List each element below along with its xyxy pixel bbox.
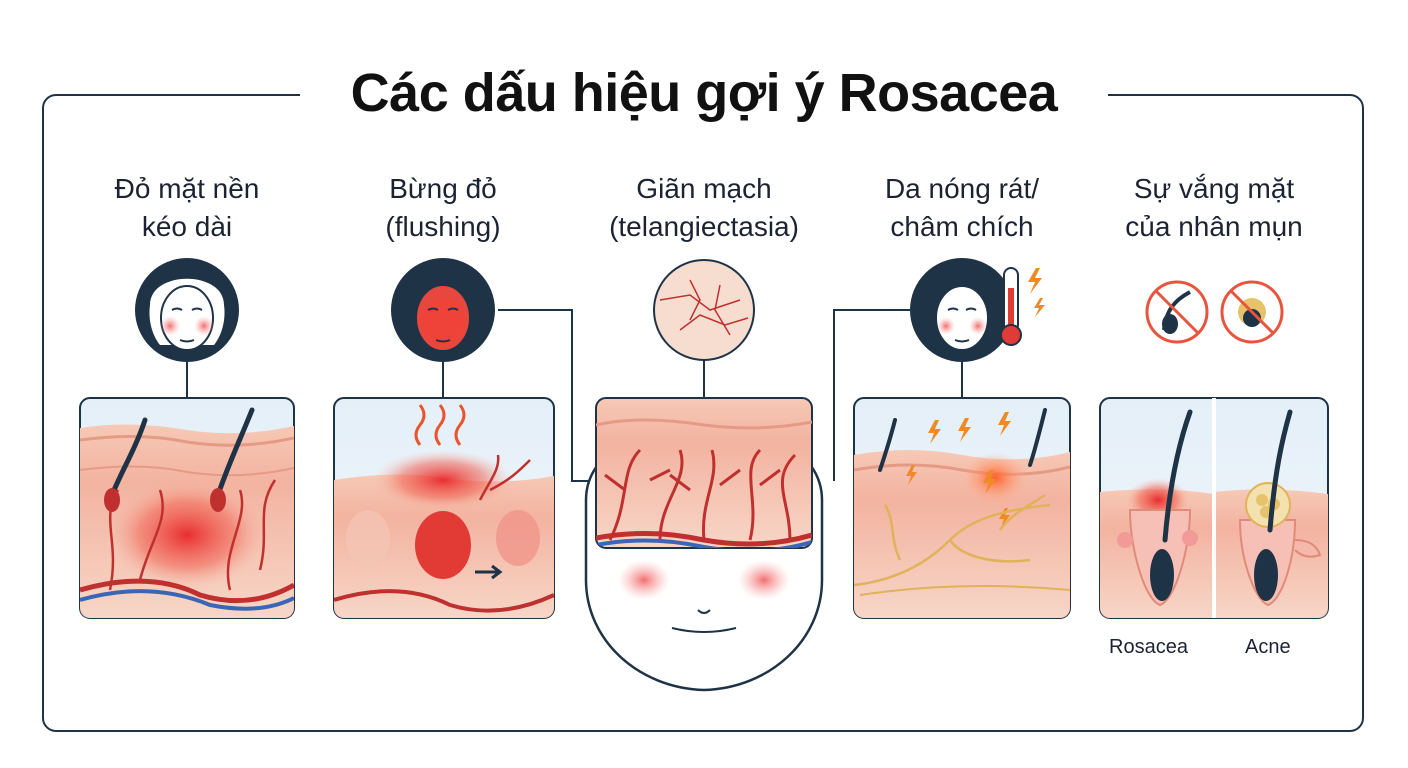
sign-label-line1: Bừng đỏ	[389, 173, 497, 204]
sign-label-flushing: Bừng đỏ (flushing)	[318, 170, 568, 246]
caption-acne: Acne	[1245, 636, 1291, 658]
sign-label-no-comedones: Sự vắng mặt của nhân mụn	[1089, 170, 1339, 246]
sign-label-persistent-redness: Đỏ mặt nền kéo dài	[62, 170, 312, 246]
sign-label-line1: Da nóng rát/	[884, 173, 1040, 204]
lightning-icon	[1028, 268, 1045, 317]
comparison-panel	[1099, 397, 1329, 619]
no-comedone-icon	[1145, 280, 1284, 344]
caption-rosacea: Rosacea	[1109, 636, 1188, 658]
thermometer-icon	[1000, 267, 1022, 346]
sign-label-telangiectasia: Giãn mạch (telangiectasia)	[579, 170, 829, 246]
sign-label-line2: của nhân mụn	[1125, 211, 1303, 242]
connector-lines	[186, 309, 963, 482]
sign-label-line1: Giãn mạch	[636, 173, 772, 204]
skin-panel-redness	[79, 397, 295, 619]
face-flushing-icon	[391, 258, 495, 362]
skin-panel-flushing	[333, 397, 555, 619]
sign-label-burning: Da nóng rát/ châm chích	[837, 170, 1087, 246]
sign-label-line2: châm chích	[890, 211, 1034, 242]
sign-label-line1: Sự vắng mặt	[1133, 173, 1295, 204]
vessels-icon	[653, 259, 755, 361]
sign-label-line1: Đỏ mặt nền	[114, 173, 260, 204]
skin-panel-burning	[853, 397, 1071, 619]
sign-label-line2: (flushing)	[385, 211, 501, 242]
face-burning-icon	[910, 258, 1014, 362]
page-title: Các dấu hiệu gợi ý Rosacea	[300, 58, 1108, 128]
face-redness-icon	[135, 258, 239, 362]
face-outline-telangiectasia	[584, 397, 824, 692]
sign-label-line2: (telangiectasia)	[609, 211, 799, 242]
sign-label-line2: kéo dài	[141, 211, 233, 242]
